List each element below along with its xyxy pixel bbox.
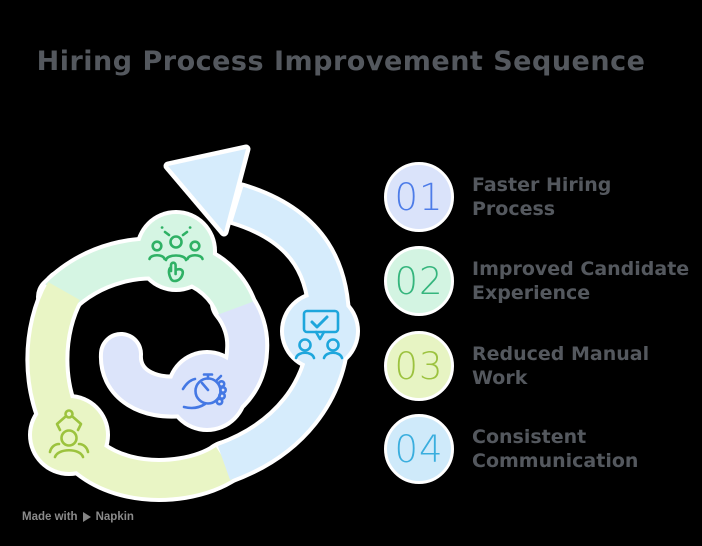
bulge-candidates [139, 214, 213, 288]
step-3-label: Reduced Manual Work [472, 343, 650, 389]
step-item-1: 01 Faster Hiring Process [384, 162, 697, 232]
made-with-napkin-credit: Made with Napkin [22, 511, 134, 523]
made-with-text: Made with [22, 511, 78, 523]
napkin-brand-text: Napkin [95, 511, 134, 523]
step-3-number: 03 [394, 344, 444, 388]
step-4-label: Consistent Communication [472, 426, 639, 472]
step-4-number: 04 [394, 427, 444, 471]
page-title: Hiring Process Improvement Sequence [36, 46, 646, 77]
step-item-2: 02 Improved Candidate Experience [384, 246, 697, 316]
step-3-badge: 03 [384, 331, 454, 401]
step-1-badge: 01 [384, 162, 454, 232]
napkin-logo-icon [82, 512, 91, 522]
interview-communication-icon [294, 309, 344, 360]
step-item-3: 03 Reduced Manual Work [384, 331, 697, 401]
talent-pick-claw-icon [48, 409, 90, 459]
stopwatch-in-hand-icon [181, 373, 228, 410]
step-1-label: Faster Hiring Process [472, 174, 612, 220]
step-4-badge: 04 [384, 414, 454, 484]
bulge-stopwatch [170, 354, 244, 428]
step-2-number: 02 [394, 259, 444, 303]
step-2-label: Improved Candidate Experience [472, 258, 690, 304]
step-item-4: 04 Consistent Communication [384, 414, 697, 484]
step-1-number: 01 [394, 175, 444, 219]
bulge-talent-pick [32, 398, 106, 472]
arrowhead [168, 149, 246, 232]
segment-step3-arc [29, 282, 236, 498]
candidate-selection-icon [148, 226, 204, 283]
step-2-badge: 02 [384, 246, 454, 316]
